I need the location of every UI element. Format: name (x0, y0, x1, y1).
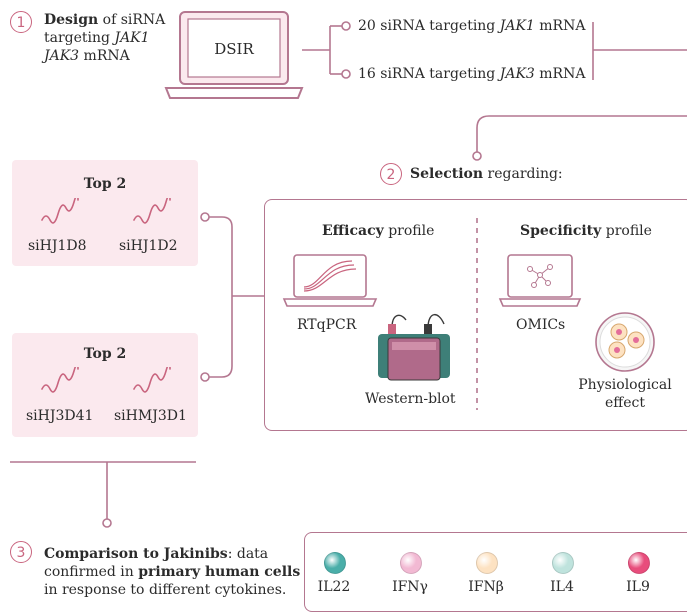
step-3-line2-bold: primary human cells (138, 564, 301, 580)
western-blot-icon (378, 314, 450, 381)
cytokine-label: IL22 (317, 579, 351, 595)
step-3-line1: Comparison to Jakinibs: data (44, 545, 268, 563)
top2-jak1-box (12, 160, 198, 266)
rtqpcr-label: RTqPCR (297, 317, 357, 333)
cytokine-label: IL9 (626, 579, 650, 595)
western-blot-label: Western-blot (365, 391, 456, 407)
step-1-title-rest: of siRNA (98, 12, 166, 28)
output-jak1: 20 siRNA targeting JAK1 mRNA (358, 17, 585, 35)
step-1-line3: JAK3 mRNA (44, 47, 130, 65)
omics-label: OMICs (516, 317, 566, 333)
dsir-label: DSIR (214, 40, 254, 58)
omics-laptop-icon (498, 254, 582, 307)
dsir-laptop-icon (164, 11, 304, 99)
sirna-left-jak1: siHJ1D8 (28, 238, 87, 254)
step-3-line3: in response to different cytokines. (44, 582, 287, 598)
selection-box (264, 199, 687, 431)
step-3-line2-a: confirmed in (44, 564, 139, 580)
step-3-number: 3 (10, 541, 32, 563)
step-1-line3-rest: mRNA (79, 48, 130, 64)
cytokine-label: IFNβ (468, 579, 504, 595)
step-1-title: Design of siRNA (44, 11, 165, 29)
output-jak1-prefix: 20 siRNA targeting (358, 18, 500, 34)
output-jak3-suffix: mRNA (534, 66, 586, 82)
top2-jak3-title: Top 2 (83, 346, 127, 362)
cytokine-label: IL4 (550, 579, 574, 595)
cytokine-ball-icon (400, 552, 422, 574)
specificity-rest: profile (601, 223, 652, 239)
rtqpcr-laptop-icon (282, 254, 378, 307)
step-1-number: 1 (10, 11, 32, 33)
step-2-number: 2 (380, 163, 402, 185)
cytokine-ball-icon (552, 552, 574, 574)
physiological-label-2: effect (605, 395, 645, 411)
specificity-heading: Specificity profile (520, 222, 652, 240)
output-jak3: 16 siRNA targeting JAK3 mRNA (358, 65, 585, 83)
sirna-right-jak1: siHJ1D2 (119, 238, 178, 254)
step-3-line1-bold: Comparison to Jakinibs (44, 546, 228, 562)
sirna-right-jak3: siHMJ3D1 (114, 408, 187, 424)
cytokine-ball-icon (476, 552, 498, 574)
efficacy-bold: Efficacy (322, 223, 384, 239)
top2-jak3-box (12, 333, 198, 437)
step-1-line3-gene: JAK3 (44, 48, 80, 64)
specificity-bold: Specificity (520, 223, 602, 239)
sirna-strand-icon (41, 367, 79, 393)
step-2-title: Selection regarding: (410, 165, 563, 183)
step-2-title-bold: Selection (410, 166, 484, 182)
cytokine-ball-icon (324, 552, 346, 574)
step-3-line1-rest: : data (227, 546, 269, 562)
efficacy-heading: Efficacy profile (322, 222, 434, 240)
cytokine-box (304, 532, 687, 612)
step-3-line2: confirmed in primary human cells (44, 563, 300, 581)
sirna-strand-icon (133, 198, 171, 224)
top2-jak1-title: Top 2 (83, 176, 127, 192)
efficacy-rest: profile (383, 223, 435, 239)
output-jak1-gene: JAK1 (499, 18, 535, 34)
step-1-line2-text: targeting (44, 30, 115, 46)
physiological-label-1: Physiological (578, 377, 672, 393)
step-1-line2: targeting JAK1 (44, 29, 150, 47)
sirna-strand-icon (133, 367, 171, 393)
step-2-title-rest: regarding: (483, 166, 563, 182)
cell-dish-icon (595, 312, 655, 372)
output-jak1-suffix: mRNA (534, 18, 586, 34)
step-1-line2-gene: JAK1 (114, 30, 150, 46)
step-1-title-bold: Design (44, 12, 99, 28)
cytokine-ball-icon (628, 552, 650, 574)
cytokine-label: IFNγ (392, 579, 428, 595)
output-jak3-gene: JAK3 (499, 66, 535, 82)
sirna-left-jak3: siHJ3D41 (26, 408, 94, 424)
output-jak3-prefix: 16 siRNA targeting (358, 66, 500, 82)
sirna-strand-icon (41, 198, 79, 224)
